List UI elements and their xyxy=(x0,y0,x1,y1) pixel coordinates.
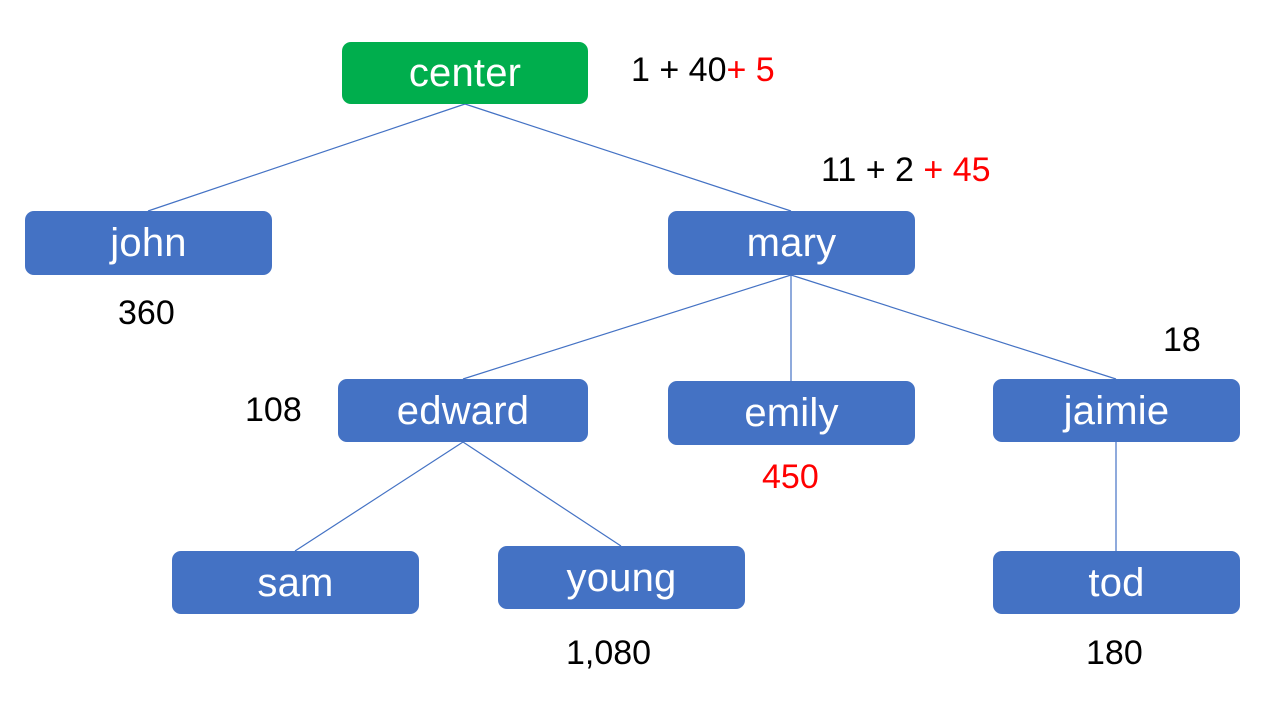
node-label: center xyxy=(408,51,522,95)
edward-value: 108 xyxy=(245,393,302,427)
node-jaimie[interactable]: jaimie xyxy=(993,379,1240,442)
annotation-part-black: 1 + 40 xyxy=(631,51,727,89)
edge-center-mary xyxy=(464,103,792,212)
annotation-part-red: + 5 xyxy=(726,51,775,89)
edge-center-john xyxy=(147,103,466,212)
node-label: edward xyxy=(396,388,530,433)
node-edward[interactable]: edward xyxy=(338,379,588,442)
node-label: emily xyxy=(744,391,839,435)
annotation-part-black: 18 xyxy=(1163,321,1201,359)
node-john[interactable]: john xyxy=(25,211,272,275)
emily-value: 450 xyxy=(762,460,819,494)
node-label: sam xyxy=(257,560,334,605)
edge-mary-edward xyxy=(462,274,792,380)
node-sam[interactable]: sam xyxy=(172,551,419,614)
annotation-part-black: 1,080 xyxy=(566,634,652,672)
node-label: john xyxy=(110,221,187,265)
annotation-part-black: 360 xyxy=(118,294,175,332)
john-value: 360 xyxy=(118,296,175,330)
annotation-part-red: + 45 xyxy=(923,151,991,189)
annotation-part-black: 11 + 2 xyxy=(821,151,924,189)
tod-value: 180 xyxy=(1086,636,1143,670)
node-label: young xyxy=(566,555,677,600)
annotation-part-black: 180 xyxy=(1086,634,1143,672)
jaimie-value: 18 xyxy=(1163,323,1201,357)
node-label: tod xyxy=(1088,560,1145,605)
node-mary[interactable]: mary xyxy=(668,211,915,275)
annotation-part-red: 450 xyxy=(762,458,819,496)
edge-edward-young xyxy=(462,441,622,547)
edge-mary-jaimie xyxy=(790,274,1117,380)
node-center[interactable]: center xyxy=(342,42,588,104)
node-young[interactable]: young xyxy=(498,546,745,609)
young-value: 1,080 xyxy=(566,636,651,670)
center-annotation: 1 + 40+ 5 xyxy=(631,53,775,87)
mary-annotation: 11 + 2 + 45 xyxy=(821,153,991,187)
node-emily[interactable]: emily xyxy=(668,381,915,445)
node-tod[interactable]: tod xyxy=(993,551,1240,614)
node-label: jaimie xyxy=(1063,388,1170,433)
node-label: mary xyxy=(746,221,837,265)
annotation-part-black: 108 xyxy=(245,391,302,429)
edge-edward-sam xyxy=(294,441,464,552)
